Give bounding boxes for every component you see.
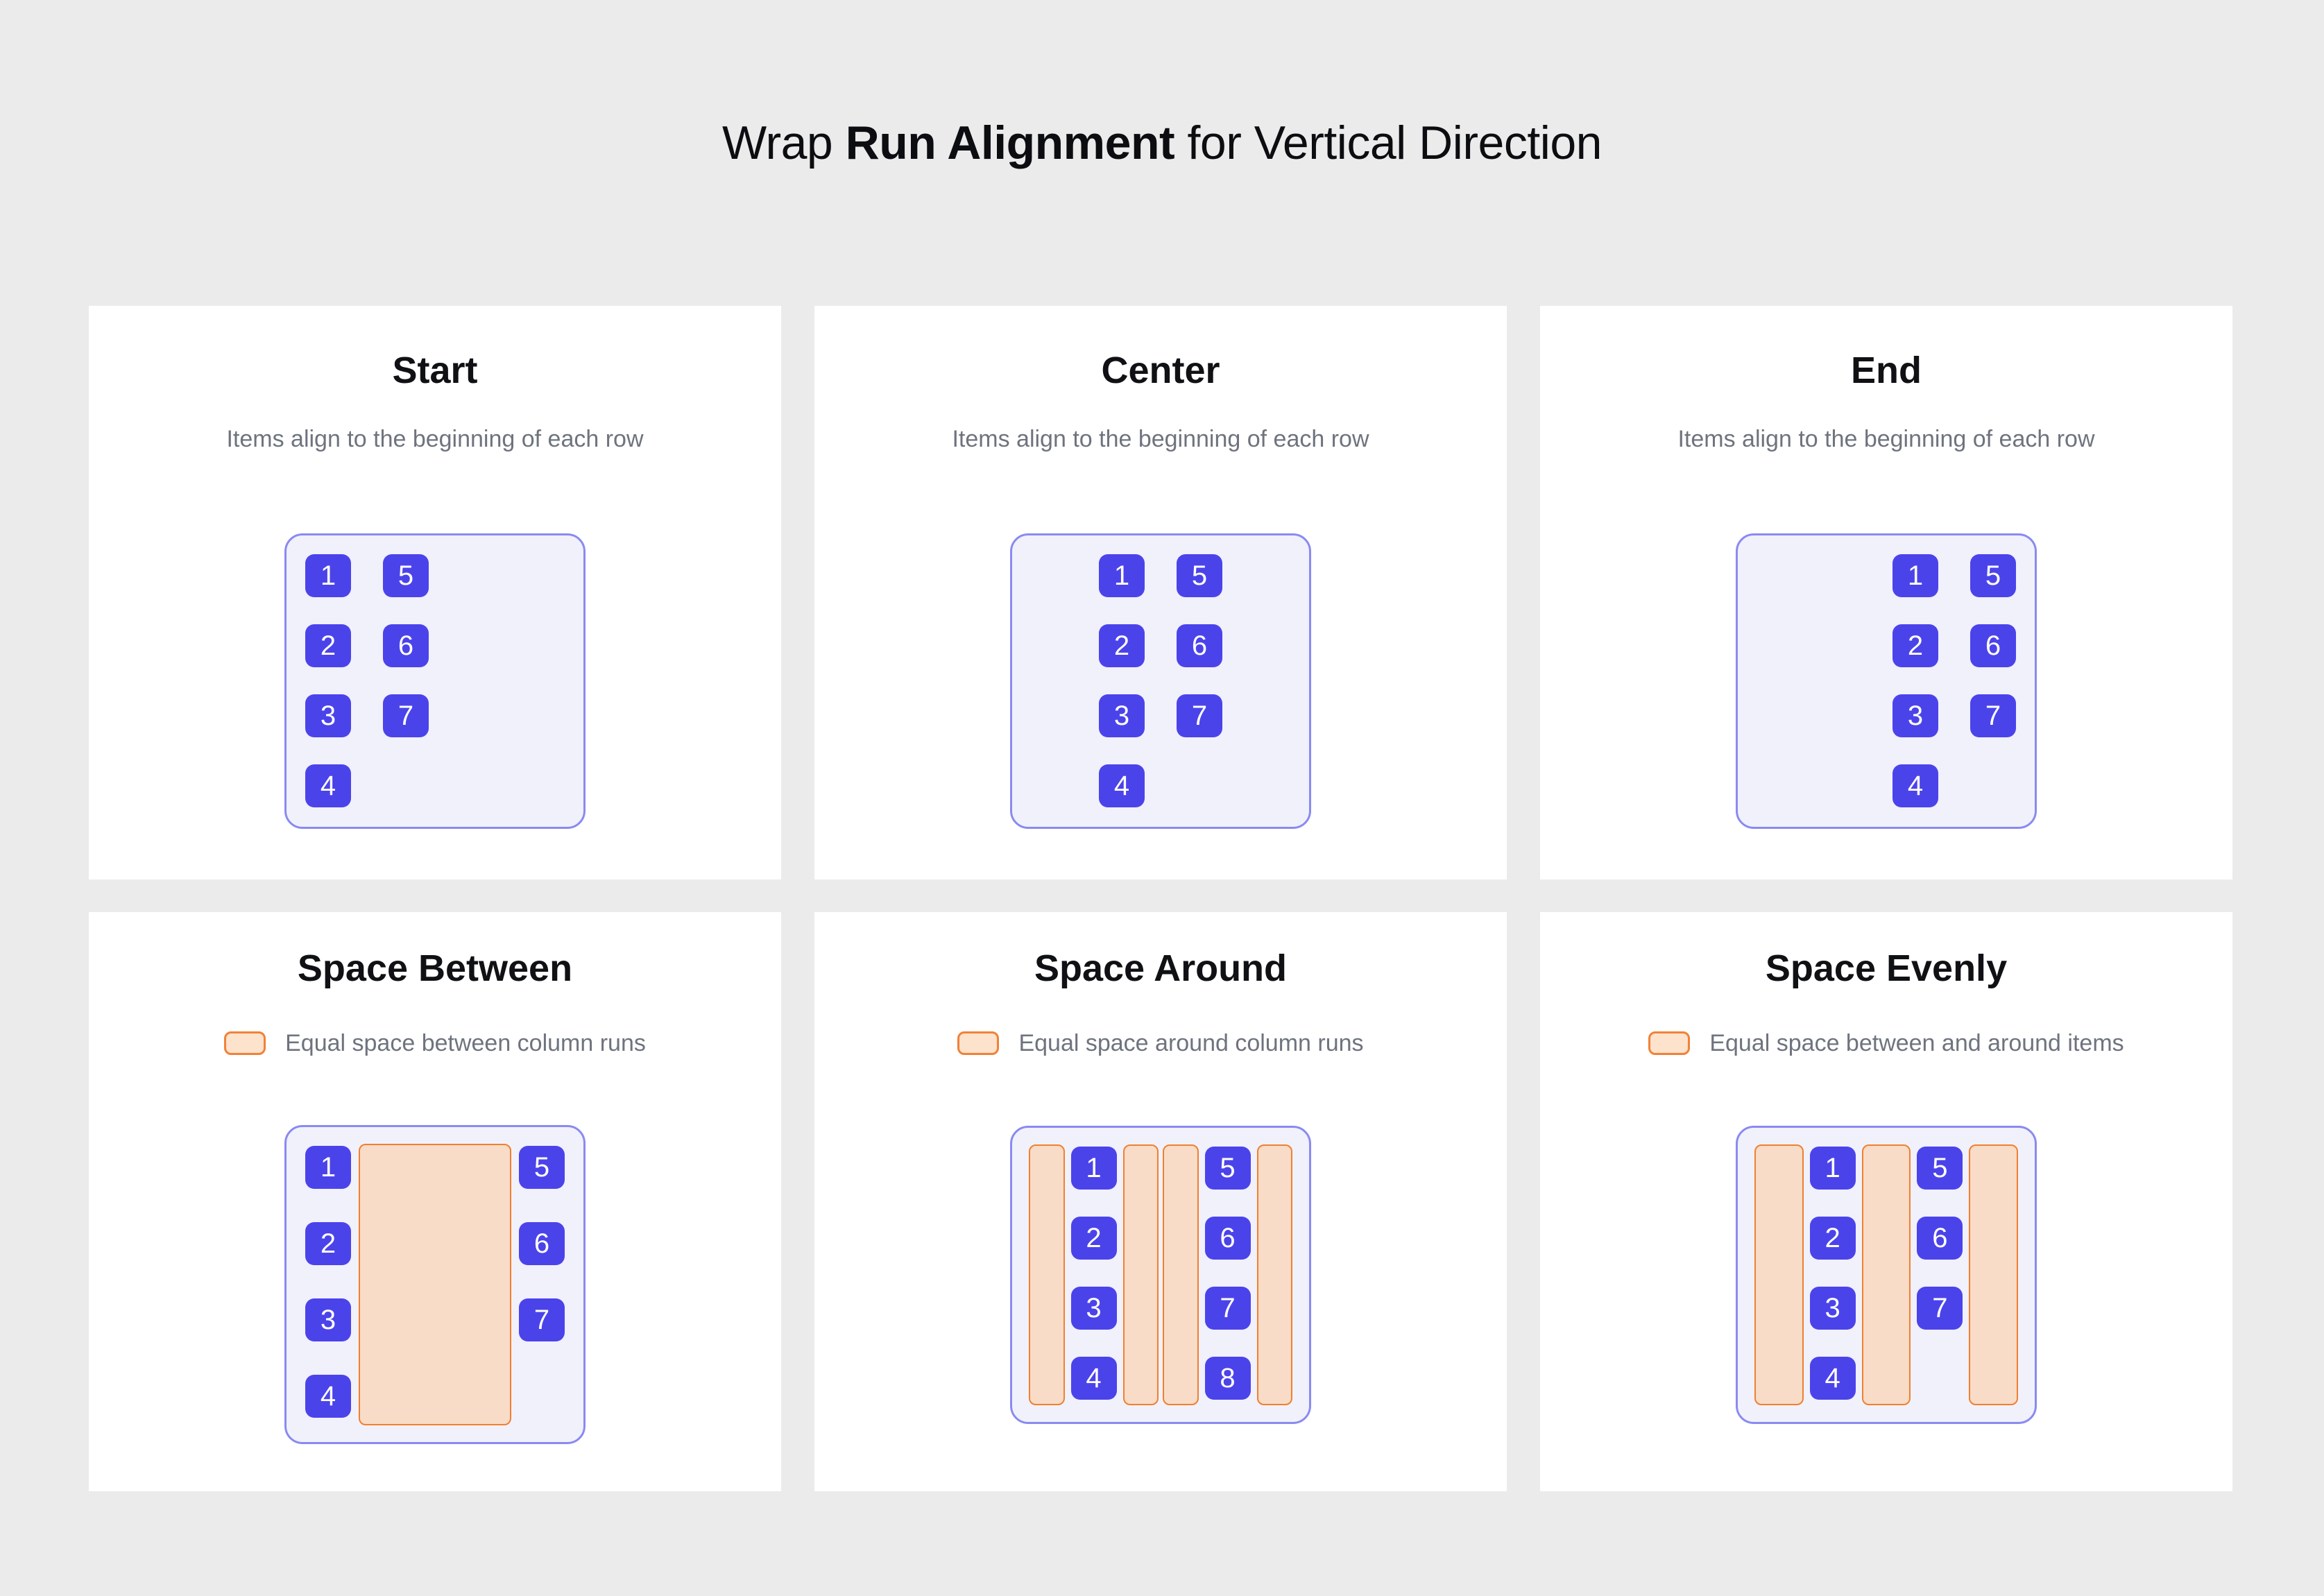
- run-spacer-highlight: [1163, 1144, 1199, 1405]
- item-box: 7: [381, 692, 431, 739]
- page-title: Wrap Run Alignment for Vertical Directio…: [0, 119, 2324, 166]
- item-box: 7: [1202, 1285, 1253, 1332]
- card-space-evenly-legend: Equal space between and around items: [1540, 1031, 2232, 1055]
- legend-label: Equal space around column runs: [1018, 1030, 1364, 1056]
- item-column: 1 2 3 4: [1068, 1144, 1119, 1405]
- run-spacer-highlight: [359, 1144, 511, 1425]
- item-box: 6: [381, 622, 431, 669]
- card-space-around-title: Space Around: [1034, 947, 1288, 989]
- item-box: 5: [1202, 1144, 1253, 1192]
- item-box: 6: [1968, 622, 2018, 669]
- item-box: 6: [1174, 622, 1224, 669]
- item-box: 6: [1202, 1215, 1253, 1262]
- item-column: 1 2 3 4: [303, 552, 353, 810]
- item-box: 2: [1807, 1215, 1858, 1262]
- item-box: 4: [1890, 762, 1940, 809]
- item-box: 7: [1174, 692, 1224, 739]
- item-box: 3: [1890, 692, 1940, 739]
- page-title-prefix: Wrap: [722, 116, 846, 169]
- flex-container-end: 1 2 3 4 5 6 7: [1736, 533, 2037, 829]
- cards-grid: Start Items align to the beginning of ea…: [89, 306, 2232, 1491]
- item-box: 4: [303, 762, 353, 809]
- item-box: 6: [517, 1220, 567, 1267]
- item-box: 2: [1068, 1215, 1119, 1262]
- item-box: 2: [1890, 622, 1940, 669]
- item-box: 3: [1097, 692, 1147, 739]
- legend-spacer-swatch: [957, 1031, 1000, 1055]
- item-column: 5 6 7: [517, 1144, 567, 1425]
- card-center-title: Center: [1101, 350, 1220, 391]
- item-box: 7: [517, 1296, 567, 1344]
- card-space-evenly: Space Evenly Equal space between and aro…: [1540, 912, 2232, 1491]
- card-space-around-legend: Equal space around column runs: [814, 1031, 1507, 1055]
- item-column: 1 2 3 4: [1807, 1144, 1858, 1405]
- item-box: 1: [303, 1144, 353, 1191]
- card-center-subtitle: Items align to the beginning of each row: [952, 426, 1369, 452]
- item-box: 6: [1915, 1215, 1965, 1262]
- flex-container-center: 1 2 3 4 5 6 7: [1010, 533, 1311, 829]
- card-start-title: Start: [392, 350, 478, 391]
- item-box: 3: [303, 1296, 353, 1344]
- run-spacer-highlight: [1861, 1144, 1911, 1405]
- run-spacer-highlight: [1122, 1144, 1159, 1405]
- item-box: 3: [303, 692, 353, 739]
- item-box: 4: [1097, 762, 1147, 809]
- run-spacer-highlight: [1029, 1144, 1065, 1405]
- item-box: 3: [1807, 1285, 1858, 1332]
- item-box: 5: [517, 1144, 567, 1191]
- run-spacer-highlight: [1969, 1144, 2019, 1405]
- card-end: End Items align to the beginning of each…: [1540, 306, 2232, 879]
- legend-spacer-swatch: [1648, 1031, 1691, 1055]
- card-center: Center Items align to the beginning of e…: [814, 306, 1507, 879]
- item-box: 2: [303, 622, 353, 669]
- item-box: 2: [1097, 622, 1147, 669]
- card-end-title: End: [1851, 350, 1922, 391]
- card-space-between-legend: Equal space between column runs: [89, 1031, 781, 1055]
- item-box: 8: [1202, 1355, 1253, 1402]
- item-box: 4: [1068, 1355, 1119, 1402]
- item-box: 1: [1807, 1144, 1858, 1192]
- legend-spacer-swatch: [224, 1031, 266, 1055]
- item-box: 5: [1968, 552, 2018, 599]
- run-spacer-highlight: [1256, 1144, 1292, 1405]
- item-column: 5 6 7: [1915, 1144, 1965, 1405]
- item-box: 1: [1068, 1144, 1119, 1192]
- card-space-between-title: Space Between: [297, 947, 573, 989]
- item-box: 3: [1068, 1285, 1119, 1332]
- flex-container-start: 1 2 3 4 5 6 7: [284, 533, 586, 829]
- item-box: 5: [1174, 552, 1224, 599]
- card-space-evenly-title: Space Evenly: [1765, 947, 2008, 989]
- flex-container-space-around: 1 2 3 4 5 6 7 8: [1010, 1126, 1311, 1424]
- card-space-between: Space Between Equal space between column…: [89, 912, 781, 1491]
- item-box: 2: [303, 1220, 353, 1267]
- page-title-suffix: for Vertical Direction: [1174, 116, 1603, 169]
- item-column: 5 6 7: [1174, 552, 1224, 810]
- item-column: 5 6 7: [381, 552, 431, 810]
- flex-container-space-evenly: 1 2 3 4 5 6 7: [1736, 1126, 2037, 1424]
- item-box: 7: [1915, 1285, 1965, 1332]
- page-title-bold: Run Alignment: [845, 116, 1175, 169]
- item-column: 1 2 3 4: [303, 1144, 353, 1425]
- item-box: 4: [303, 1373, 353, 1420]
- item-column: 1 2 3 4: [1890, 552, 1940, 810]
- card-start: Start Items align to the beginning of ea…: [89, 306, 781, 879]
- run-spacer-highlight: [1754, 1144, 1804, 1405]
- item-box: 7: [1968, 692, 2018, 739]
- item-column: 5 6 7: [1968, 552, 2018, 810]
- item-box: 1: [303, 552, 353, 599]
- card-start-subtitle: Items align to the beginning of each row: [226, 426, 644, 452]
- flex-container-space-between: 1 2 3 4 5 6 7: [284, 1125, 586, 1444]
- item-box: 5: [1915, 1144, 1965, 1192]
- legend-label: Equal space between and around items: [1709, 1030, 2124, 1056]
- item-column: 1 2 3 4: [1097, 552, 1147, 810]
- item-box: 5: [381, 552, 431, 599]
- item-box: 1: [1097, 552, 1147, 599]
- item-box: 1: [1890, 552, 1940, 599]
- card-space-around: Space Around Equal space around column r…: [814, 912, 1507, 1491]
- item-column: 5 6 7 8: [1202, 1144, 1253, 1405]
- legend-label: Equal space between column runs: [285, 1030, 646, 1056]
- card-end-subtitle: Items align to the beginning of each row: [1677, 426, 2095, 452]
- item-box: 4: [1807, 1355, 1858, 1402]
